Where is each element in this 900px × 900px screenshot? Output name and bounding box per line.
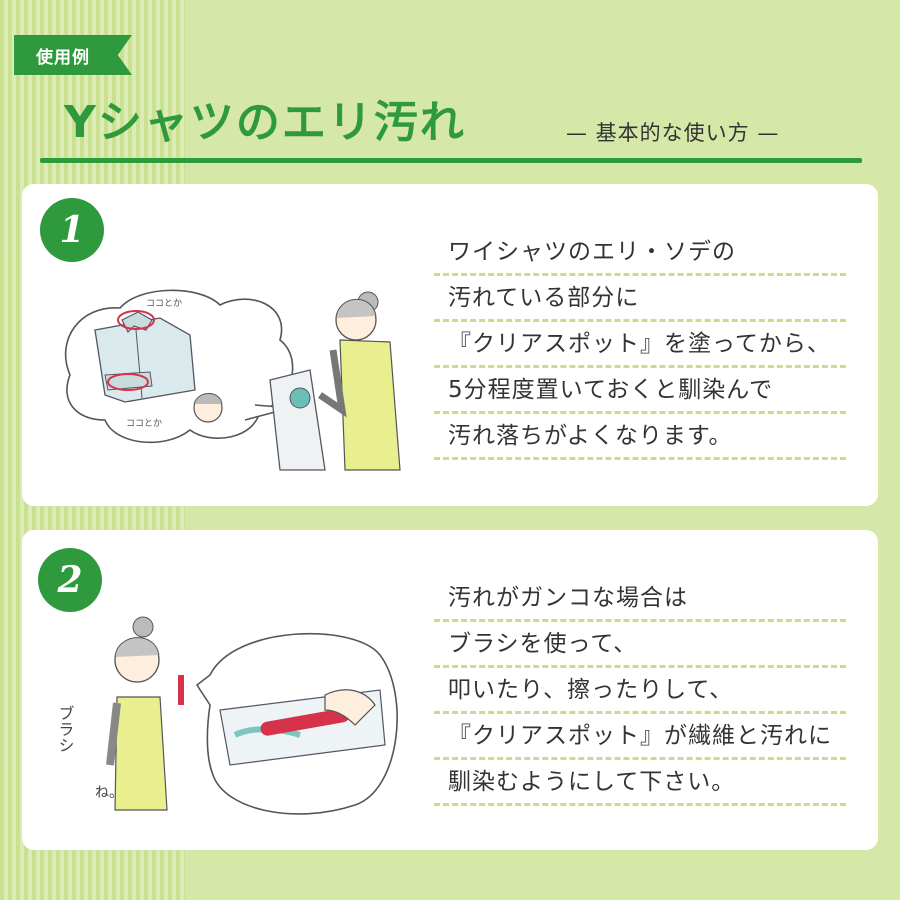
page-title: Yシャツのエリ汚れ: [64, 97, 466, 148]
step-1-badge: 1: [40, 198, 104, 262]
step-1-illustration: ココとか ココとか: [64, 289, 401, 471]
brush-mark-end: ね。: [95, 785, 123, 801]
step-2-badge: 2: [38, 548, 102, 612]
step-1-line: 5分程度置いておくと馴染んで: [434, 368, 846, 414]
step-1-line: 『クリアスポット』を塗ってから、: [434, 322, 846, 368]
here-mark-2: ココとか: [126, 418, 162, 429]
step-1-instructions: ワイシャツのエリ・ソデの 汚れている部分に 『クリアスポット』を塗ってから、 5…: [434, 230, 846, 460]
step-2-illustration: ブラシ ね。: [56, 616, 398, 815]
usage-example-tag: 使用例: [14, 35, 132, 75]
step-2-instructions: 汚れがガンコな場合は ブラシを使って、 叩いたり、擦ったりして、 『クリアスポッ…: [434, 576, 846, 806]
step-2-line: ブラシを使って、: [434, 622, 846, 668]
step-2-line: 叩いたり、擦ったりして、: [434, 668, 846, 714]
step-1-line: 汚れている部分に: [434, 276, 846, 322]
brush-mark: ブラシ: [56, 705, 75, 753]
page-subtitle: — 基本的な使い方 —: [566, 121, 780, 145]
step-2-line: 汚れがガンコな場合は: [434, 576, 846, 622]
step-1-line: 汚れ落ちがよくなります。: [434, 414, 846, 460]
step-2-line: 馴染むようにして下さい。: [434, 760, 846, 806]
step-2-line: 『クリアスポット』が繊維と汚れに: [434, 714, 846, 760]
title-underline: [40, 158, 862, 163]
here-mark-1: ココとか: [146, 298, 182, 309]
step-1-line: ワイシャツのエリ・ソデの: [434, 230, 846, 276]
